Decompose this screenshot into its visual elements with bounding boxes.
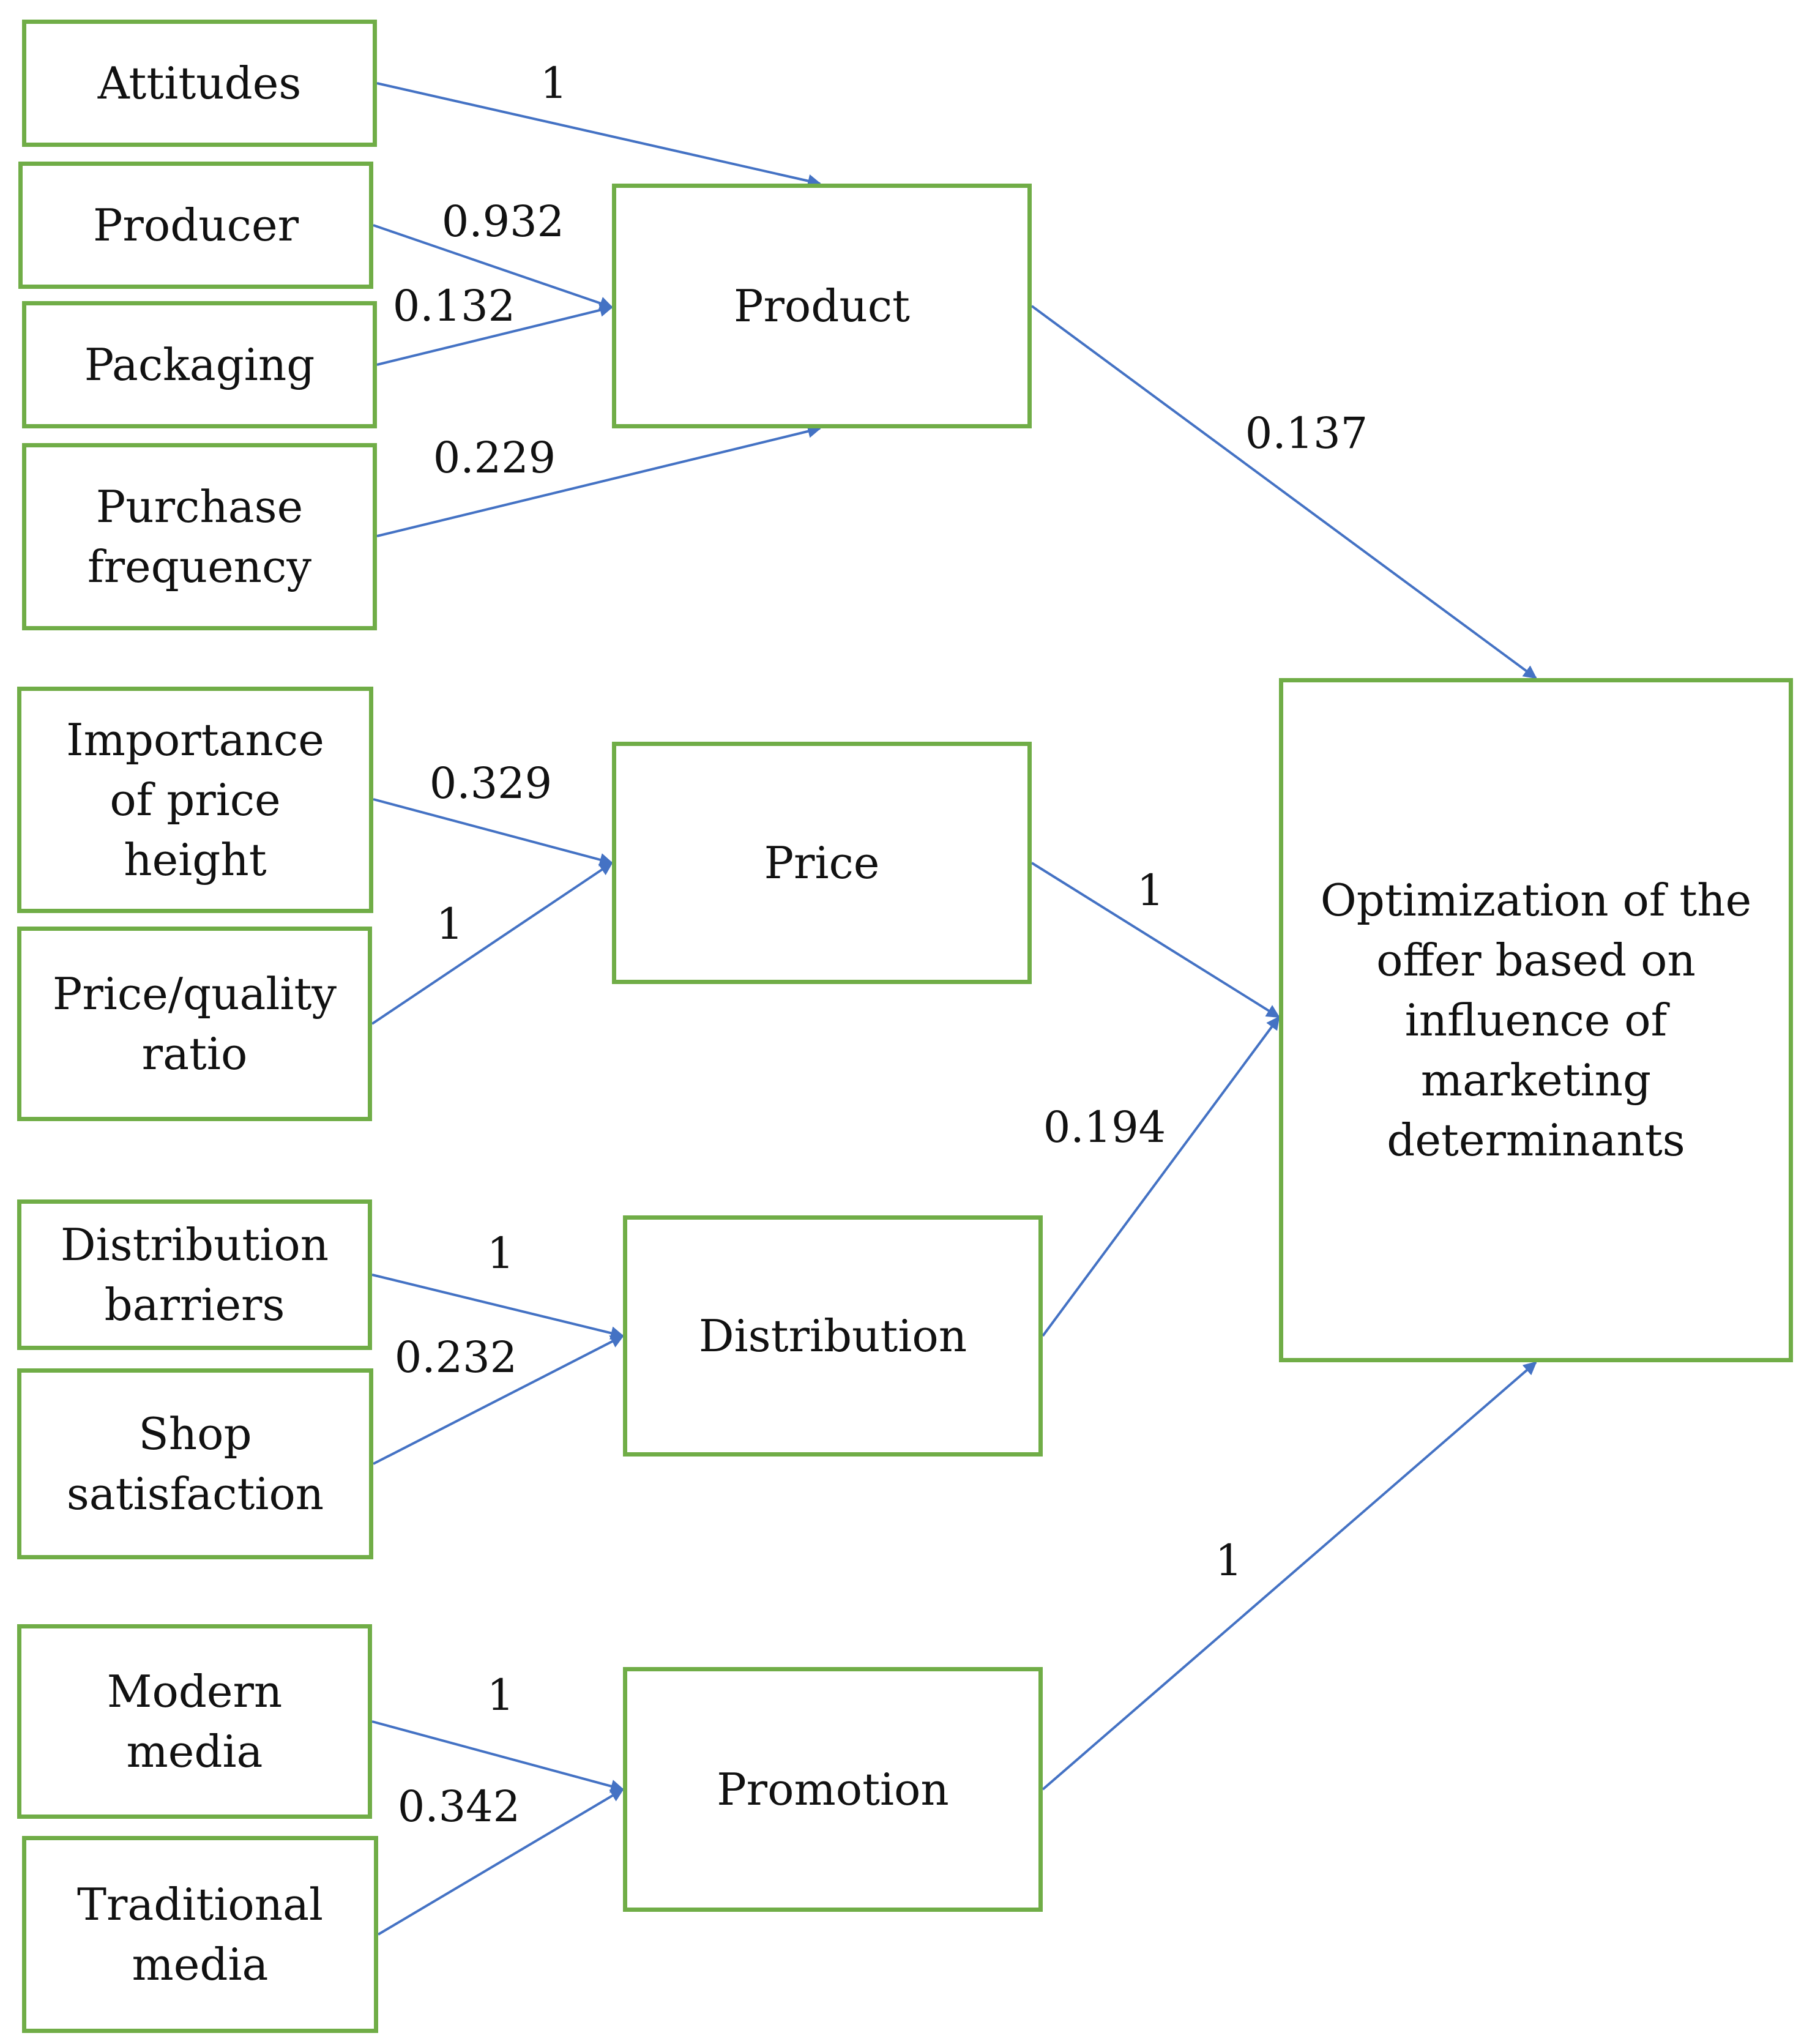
- edge-weight-price-to-optimization: 1: [1136, 865, 1165, 916]
- node-shop-satisfaction-label: Shop satisfaction: [66, 1408, 324, 1520]
- edge-producer-to-product: [373, 224, 614, 310]
- edge-weight-distribution-to-optimization: 0.194: [1043, 1102, 1166, 1152]
- edge-weight-product-to-optimization: 0.137: [1245, 408, 1368, 458]
- edge-weight-packaging-to-product: 0.132: [392, 281, 516, 331]
- edge-weight-traditional_media-to-promotion: 0.342: [397, 1781, 521, 1832]
- node-price-quality-ratio-label: Price/quality ratio: [52, 968, 337, 1080]
- edge-weight-shop_satisfaction-to-distribution: 0.232: [394, 1332, 518, 1382]
- node-packaging-label: Packaging: [84, 339, 315, 390]
- node-attitudes-label: Attitudes: [97, 58, 302, 109]
- node-importance-of-price-height: Importance of price height: [17, 687, 373, 913]
- edge-weight-modern_media-to-promotion: 1: [486, 1670, 515, 1720]
- node-product-label: Product: [734, 280, 910, 332]
- edge-price-to-optimization: [1031, 862, 1280, 1018]
- edge-distribution_barriers-to-distribution: [371, 1274, 625, 1340]
- edge-weight-producer-to-product: 0.932: [441, 196, 565, 247]
- node-optimization-of-offer: Optimization of the offer based on influ…: [1279, 678, 1793, 1362]
- node-distribution: Distribution: [623, 1215, 1043, 1457]
- edge-packaging-to-product: [376, 304, 614, 366]
- node-purchase-frequency-label: Purchase frequency: [87, 481, 312, 592]
- edge-importance_price_height-to-price: [373, 798, 614, 867]
- node-promotion: Promotion: [623, 1667, 1043, 1912]
- node-purchase-frequency: Purchase frequency: [22, 443, 377, 630]
- edge-modern_media-to-promotion: [371, 1720, 625, 1793]
- edge-shop_satisfaction-to-distribution: [373, 1335, 624, 1465]
- edge-weight-promotion-to-optimization: 1: [1215, 1535, 1243, 1586]
- edge-traditional_media-to-promotion: [377, 1788, 624, 1936]
- edge-attitudes-to-product: [376, 82, 822, 188]
- node-traditional-media: Traditional media: [22, 1836, 378, 2033]
- edge-weight-distribution_barriers-to-distribution: 1: [486, 1228, 515, 1278]
- node-importance-of-price-height-label: Importance of price height: [66, 714, 324, 886]
- node-distribution-barriers-label: Distribution barriers: [60, 1219, 329, 1330]
- node-traditional-media-label: Traditional media: [76, 1879, 324, 1990]
- node-distribution-barriers: Distribution barriers: [17, 1199, 372, 1350]
- node-producer-label: Producer: [92, 200, 299, 251]
- edge-weight-purchase_frequency-to-product: 0.229: [433, 433, 556, 483]
- node-distribution-label: Distribution: [698, 1310, 967, 1362]
- node-price: Price: [612, 742, 1032, 984]
- node-product: Product: [612, 184, 1032, 428]
- node-optimization-of-offer-label: Optimization of the offer based on influ…: [1320, 875, 1752, 1166]
- edge-promotion-to-optimization: [1042, 1361, 1537, 1791]
- node-attitudes: Attitudes: [22, 20, 377, 147]
- node-packaging: Packaging: [22, 301, 377, 428]
- edge-weight-importance_price_height-to-price: 0.329: [429, 758, 553, 808]
- node-producer: Producer: [18, 162, 373, 289]
- edge-weight-price_quality_ratio-to-price: 1: [436, 899, 464, 949]
- node-shop-satisfaction: Shop satisfaction: [17, 1368, 373, 1559]
- node-price-label: Price: [764, 837, 880, 889]
- edge-purchase_frequency-to-product: [376, 424, 822, 537]
- node-modern-media: Modern media: [17, 1624, 372, 1819]
- node-promotion-label: Promotion: [717, 1764, 949, 1815]
- edge-product-to-optimization: [1031, 305, 1537, 679]
- edge-distribution-to-optimization: [1042, 1016, 1280, 1337]
- edge-price_quality_ratio-to-price: [371, 862, 613, 1025]
- edge-weight-attitudes-to-product: 1: [540, 58, 568, 108]
- node-price-quality-ratio: Price/quality ratio: [17, 927, 372, 1121]
- node-modern-media-label: Modern media: [106, 1666, 283, 1777]
